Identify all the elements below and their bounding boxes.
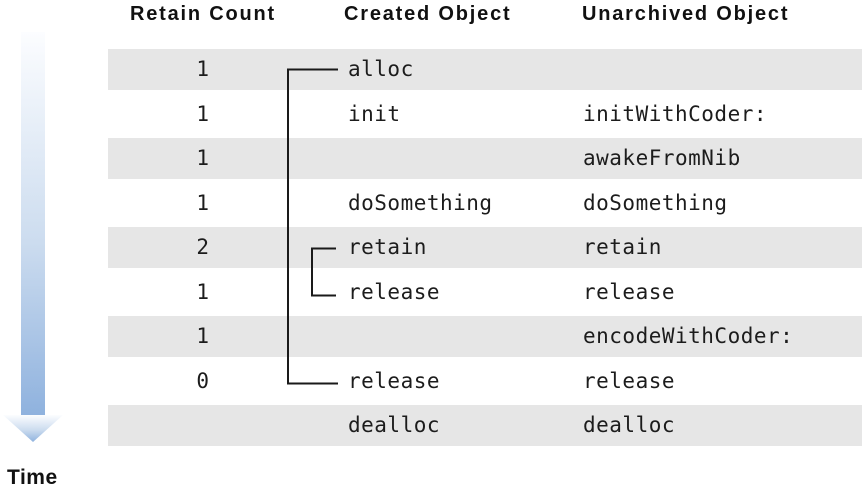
created-object-cell: alloc	[348, 57, 414, 82]
unarchived-object-cell: awakeFromNib	[583, 146, 741, 171]
table-row: 0 release release	[108, 359, 862, 404]
retain-count-cell: 1	[196, 101, 210, 126]
created-object-cell: dealloc	[348, 413, 441, 438]
retain-count-cell: 1	[196, 324, 210, 349]
time-arrow-icon	[3, 32, 63, 442]
created-object-cell: init	[348, 101, 401, 126]
down-arrow-shaft	[21, 32, 45, 415]
header-created-object: Created Object	[344, 3, 512, 25]
unarchived-object-cell: encodeWithCoder:	[583, 324, 794, 349]
created-object-cell: doSomething	[348, 190, 493, 215]
lifecycle-table: 1 alloc 1 init initWithCoder: 1 awakeFromNib 1 d…	[108, 47, 862, 448]
table-row: 1 doSomething doSomething	[108, 181, 862, 226]
table-row: 1 release release	[108, 270, 862, 315]
retain-count-cell: 1	[196, 146, 210, 171]
unarchived-object-cell: release	[583, 368, 676, 393]
table-row: 1 encodeWithCoder:	[108, 314, 862, 359]
retain-count-cell: 0	[196, 368, 210, 393]
unarchived-object-cell: dealloc	[583, 413, 676, 438]
down-arrow-head	[3, 415, 63, 442]
table-row: dealloc dealloc	[108, 403, 862, 448]
unarchived-object-cell: initWithCoder:	[583, 101, 768, 126]
table-row: 1 awakeFromNib	[108, 136, 862, 181]
retain-count-cell: 2	[196, 235, 210, 260]
unarchived-object-cell: release	[583, 279, 676, 304]
retain-count-cell: 1	[196, 279, 210, 304]
created-object-cell: retain	[348, 235, 427, 260]
retain-count-cell: 1	[196, 57, 210, 82]
retain-count-cell: 1	[196, 190, 210, 215]
created-object-cell: release	[348, 279, 441, 304]
header-unarchived-object: Unarchived Object	[582, 3, 790, 25]
created-object-cell: release	[348, 368, 441, 393]
unarchived-object-cell: retain	[583, 235, 662, 260]
table-row: 1 init initWithCoder:	[108, 92, 862, 137]
table-row: 2 retain retain	[108, 225, 862, 270]
header-retain-count: Retain Count	[129, 3, 277, 25]
table-row: 1 alloc	[108, 47, 862, 92]
time-axis-label: Time	[7, 466, 58, 489]
unarchived-object-cell: doSomething	[583, 190, 728, 215]
